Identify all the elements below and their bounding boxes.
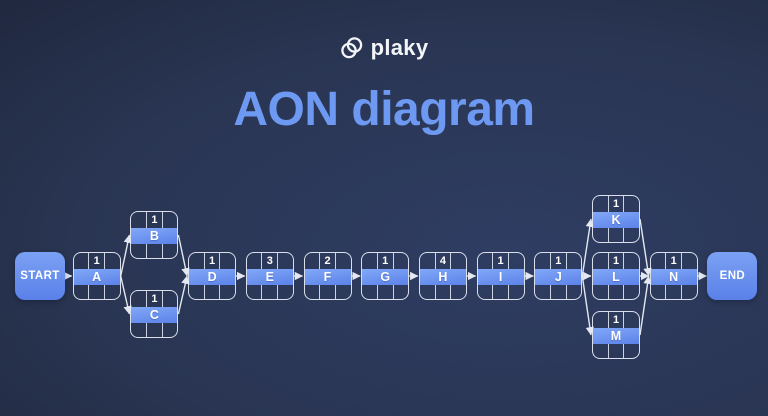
duration-row: 1 xyxy=(131,212,177,228)
duration-value: 1 xyxy=(549,253,567,269)
duration-value: 1 xyxy=(607,196,625,212)
duration-row: 1 xyxy=(362,253,408,269)
page-title: AON diagram xyxy=(233,83,535,136)
activity-label: F xyxy=(304,269,351,285)
activity-label: A xyxy=(73,269,120,285)
empty-row xyxy=(131,323,177,337)
edge-b-d xyxy=(177,234,190,277)
activity-label: J xyxy=(535,269,582,285)
logo-text: plaky xyxy=(370,35,429,60)
empty-row xyxy=(593,344,639,358)
activity-label: D xyxy=(189,269,236,285)
duration-row: 1 xyxy=(131,291,177,307)
duration-value: 4 xyxy=(434,253,452,269)
duration-row: 1 xyxy=(478,253,524,269)
activity-label: K xyxy=(593,212,639,228)
duration-row: 1 xyxy=(189,253,235,269)
empty-row xyxy=(305,285,351,299)
duration-value: 1 xyxy=(607,312,625,328)
duration-row: 1 xyxy=(593,253,639,269)
empty-row xyxy=(593,285,639,299)
edge-j-k xyxy=(581,218,594,277)
activity-label: I xyxy=(477,269,524,285)
logo: plaky xyxy=(0,33,768,63)
duration-value: 3 xyxy=(261,253,279,269)
activity-label: E xyxy=(246,269,293,285)
empty-row xyxy=(651,285,697,299)
activity-label: C xyxy=(131,307,178,323)
duration-value: 1 xyxy=(665,253,683,269)
terminal-node-end: END xyxy=(707,252,758,300)
empty-row xyxy=(362,285,408,299)
duration-value: 2 xyxy=(319,253,336,269)
empty-row xyxy=(478,285,524,299)
empty-row xyxy=(593,228,639,242)
duration-row: 3 xyxy=(247,253,293,269)
activity-label: N xyxy=(650,269,697,285)
empty-row xyxy=(131,244,177,258)
duration-row: 1 xyxy=(593,312,639,328)
activity-label: H xyxy=(419,269,466,285)
duration-row: 1 xyxy=(535,253,581,269)
duration-row: 1 xyxy=(651,253,697,269)
duration-value: 1 xyxy=(146,291,163,307)
duration-value: 1 xyxy=(88,253,106,269)
edge-m-n xyxy=(639,275,652,336)
empty-row xyxy=(247,285,293,299)
duration-row: 1 xyxy=(593,196,639,212)
empty-row xyxy=(74,285,120,299)
empty-row xyxy=(535,285,581,299)
edge-a-b xyxy=(120,234,132,277)
duration-value: 1 xyxy=(376,253,394,269)
activity-label: G xyxy=(362,269,409,285)
duration-value: 1 xyxy=(492,253,509,269)
duration-row: 1 xyxy=(74,253,120,269)
activity-label: L xyxy=(593,269,639,285)
duration-value: 1 xyxy=(146,212,163,228)
terminal-node-start: START xyxy=(15,252,65,300)
duration-row: 4 xyxy=(420,253,466,269)
activity-label: M xyxy=(593,328,639,344)
edge-c-d xyxy=(177,275,190,315)
activity-label: B xyxy=(131,228,178,244)
edge-a-c xyxy=(120,275,132,315)
duration-value: 1 xyxy=(203,253,221,269)
empty-row xyxy=(420,285,466,299)
plaky-logo-icon xyxy=(340,37,362,59)
edge-j-m xyxy=(581,275,595,336)
duration-value: 1 xyxy=(607,253,625,269)
edge-k-n xyxy=(639,218,652,277)
empty-row xyxy=(189,285,235,299)
duration-row: 2 xyxy=(305,253,351,269)
